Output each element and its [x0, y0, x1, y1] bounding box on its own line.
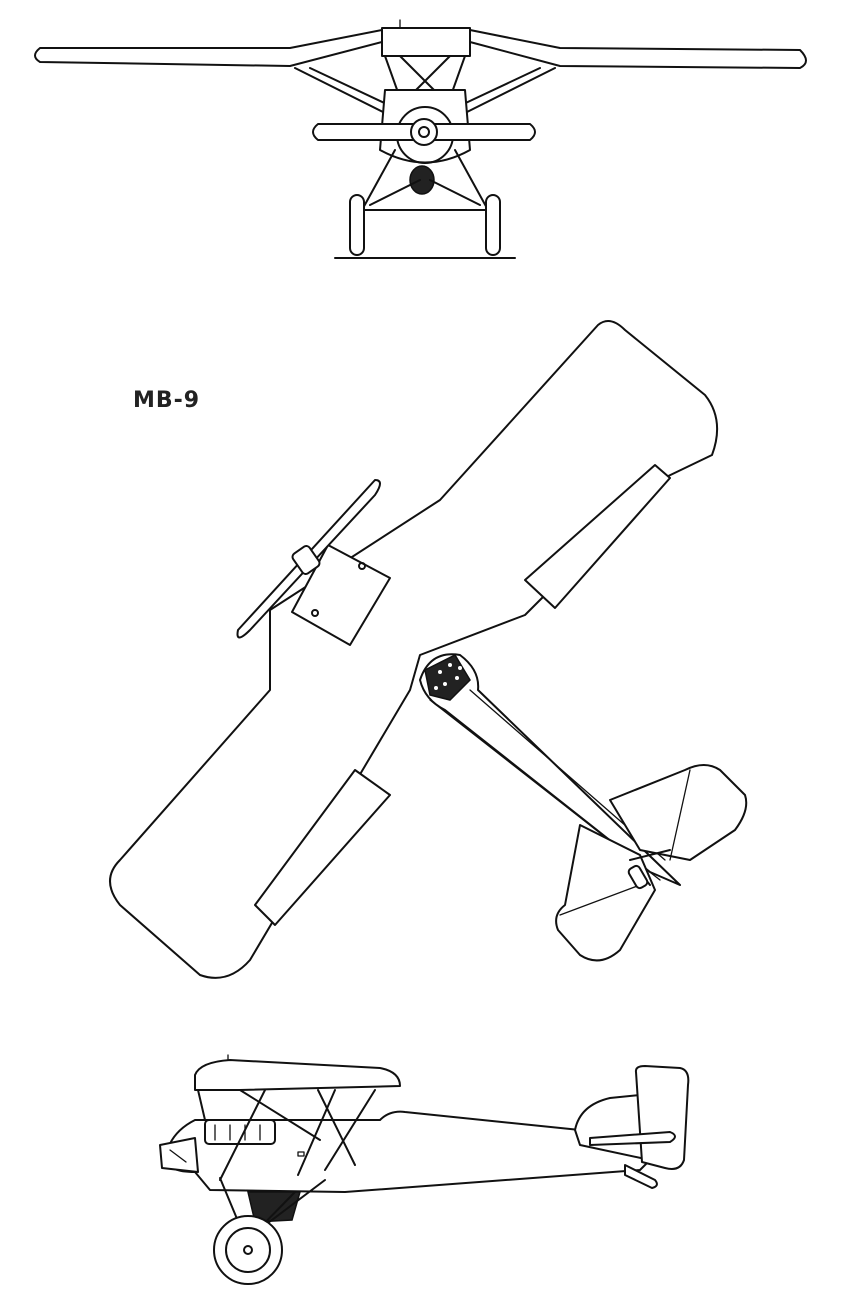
plan-upper-stabilizer — [609, 764, 748, 861]
plan-wing — [109, 320, 719, 979]
plan-lower-stabilizer — [555, 824, 656, 962]
front-wing-struts — [294, 67, 556, 119]
front-center-section — [381, 27, 471, 57]
side-wing — [194, 1059, 401, 1091]
front-cabane-struts — [384, 55, 466, 99]
front-spinner — [410, 118, 438, 146]
plan-right-aileron — [524, 464, 671, 609]
plan-spinner — [291, 545, 321, 575]
front-wing — [34, 29, 807, 69]
side-nose — [159, 1137, 199, 1173]
plan-fuselage — [419, 653, 681, 886]
side-engine — [204, 1119, 276, 1145]
side-tail-skid — [624, 1164, 658, 1189]
aircraft-designation: MB-9 — [133, 388, 201, 413]
side-stabilizer — [589, 1131, 676, 1146]
front-right-wheel — [485, 194, 501, 256]
side-wheel — [213, 1215, 283, 1285]
side-struts — [197, 1089, 376, 1181]
front-radiator — [409, 165, 435, 195]
side-rudder — [634, 1065, 690, 1170]
plan-center-section — [291, 544, 391, 646]
side-view — [159, 1054, 690, 1285]
front-landing-gear — [361, 149, 489, 211]
plan-left-aileron — [254, 769, 391, 926]
front-view — [34, 19, 807, 259]
front-left-wheel — [349, 194, 365, 256]
plan-view — [109, 320, 748, 979]
